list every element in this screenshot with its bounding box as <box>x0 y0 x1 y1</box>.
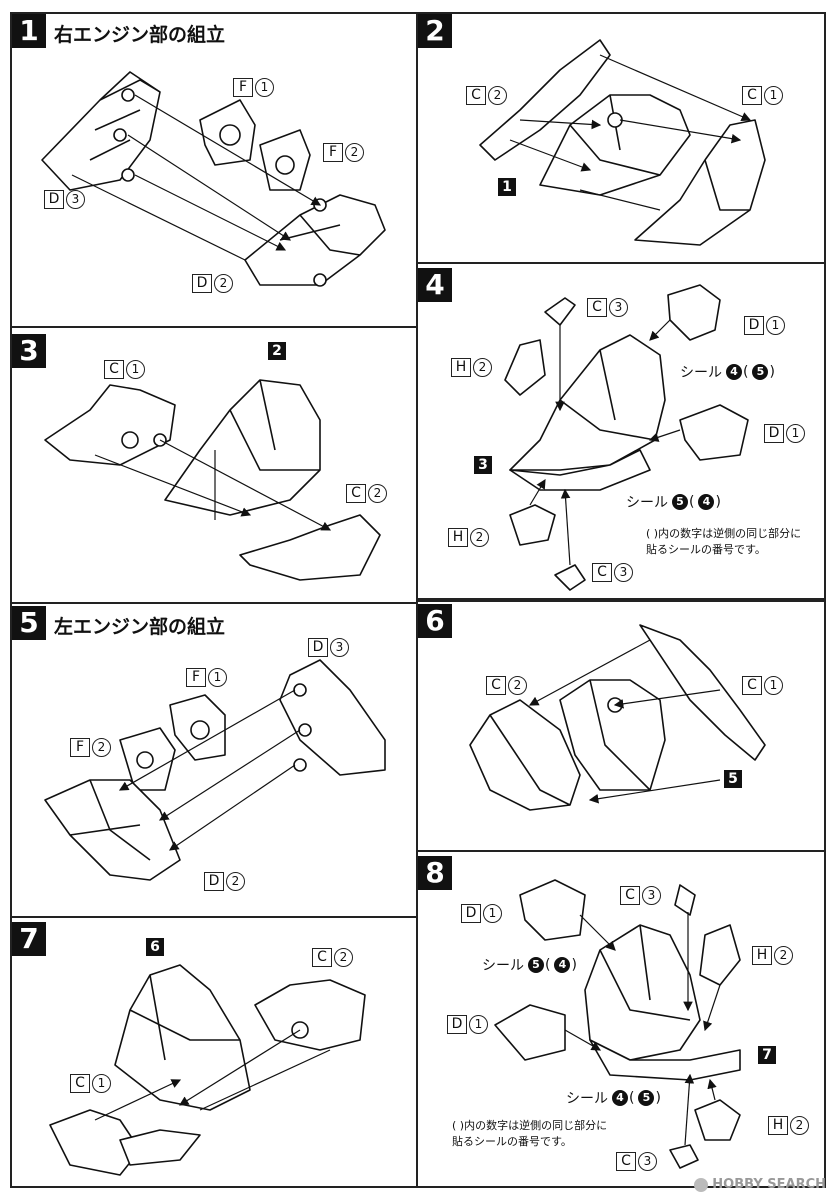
watermark-logo-icon <box>694 1177 709 1192</box>
ref-step-1: 1 <box>498 178 516 196</box>
step-6-number: 6 <box>418 604 452 638</box>
seal-note: ( )内の数字は逆側の同じ部分に貼るシールの番号です。 <box>646 527 802 556</box>
step-1-drawing <box>41 71 386 287</box>
step-4-number: 4 <box>418 268 452 302</box>
step-3-drawing <box>44 379 381 581</box>
step-4-drawing <box>504 284 749 591</box>
step-5-drawing <box>44 659 386 881</box>
ref-step-3: 3 <box>474 456 492 474</box>
ref-step-5: 5 <box>724 770 742 788</box>
step-8-drawing <box>494 879 741 1169</box>
step-7-number: 7 <box>12 922 46 956</box>
ref-step-2: 2 <box>268 342 286 360</box>
step-2-number: 2 <box>418 14 452 48</box>
step-5-title: 左エンジン部の組立 <box>54 616 226 638</box>
step-7-drawing <box>49 964 366 1176</box>
watermark: HOBBY SEARCH <box>694 1177 826 1192</box>
step-1-title: 右エンジン部の組立 <box>54 24 226 46</box>
ref-step-6: 6 <box>146 938 164 956</box>
step-3-number: 3 <box>12 334 46 368</box>
step-1-number: 1 <box>12 14 46 48</box>
step-8-number: 8 <box>418 856 452 890</box>
step-6-drawing <box>469 624 766 811</box>
seal-note: ( )内の数字は逆側の同じ部分に貼るシールの番号です。 <box>452 1119 608 1148</box>
ref-step-7: 7 <box>758 1046 776 1064</box>
step-2-drawing <box>479 39 766 246</box>
step-5-number: 5 <box>12 606 46 640</box>
